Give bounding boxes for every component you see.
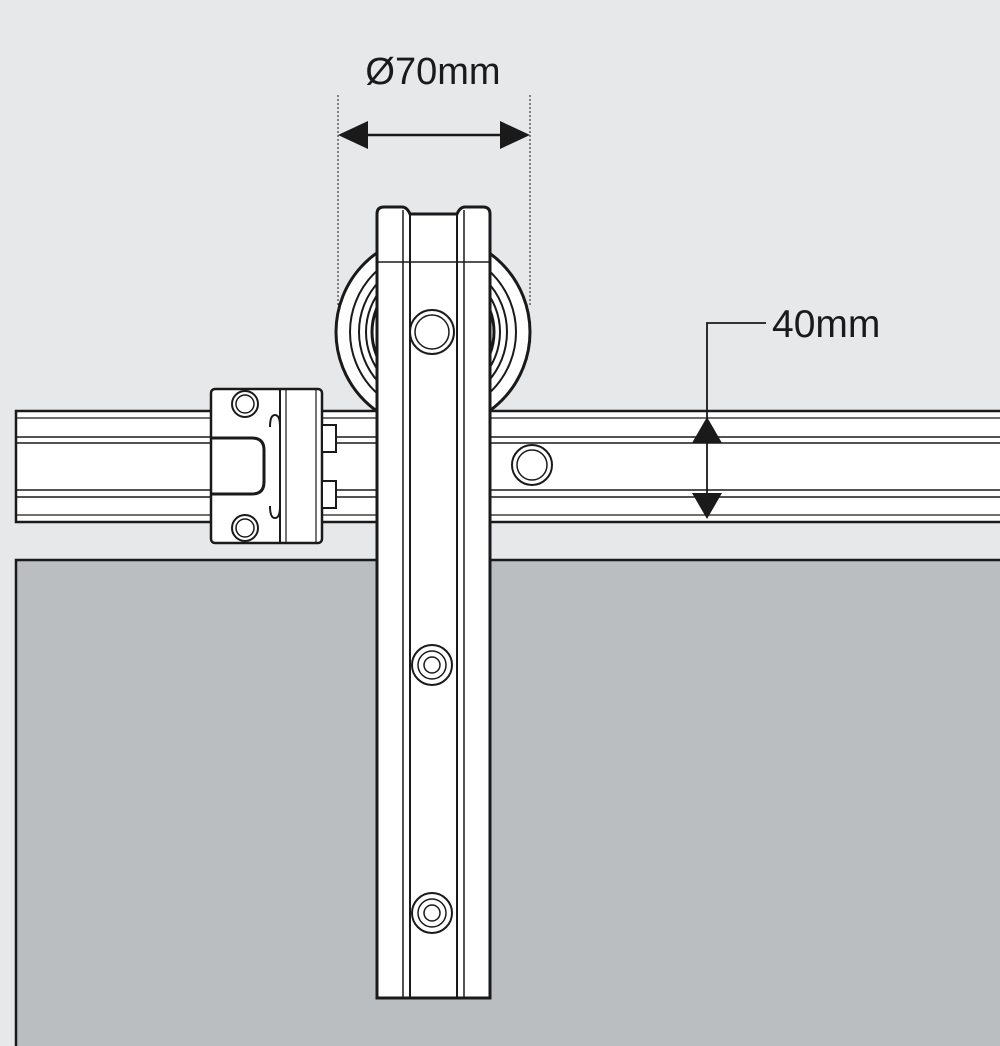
wheel-diameter-dimension (337, 95, 531, 305)
hanger-strap (375, 205, 492, 1000)
arrow-left-icon (338, 121, 368, 149)
rail-bolt (511, 444, 553, 486)
strap-bolt (409, 309, 455, 355)
track-rail (14, 409, 1000, 524)
arrow-down-icon (692, 493, 722, 519)
door-stopper (209, 387, 337, 545)
arrow-up-icon (692, 417, 722, 443)
strap-bolt (411, 892, 453, 934)
strap-bolt (411, 644, 453, 686)
wheel-diameter-label: Ø70mm (365, 51, 500, 93)
door-panel (14, 558, 1000, 1046)
rail-height-dimension (692, 322, 766, 519)
arrow-right-icon (500, 121, 530, 149)
rail-height-label: 40mm (772, 303, 880, 346)
